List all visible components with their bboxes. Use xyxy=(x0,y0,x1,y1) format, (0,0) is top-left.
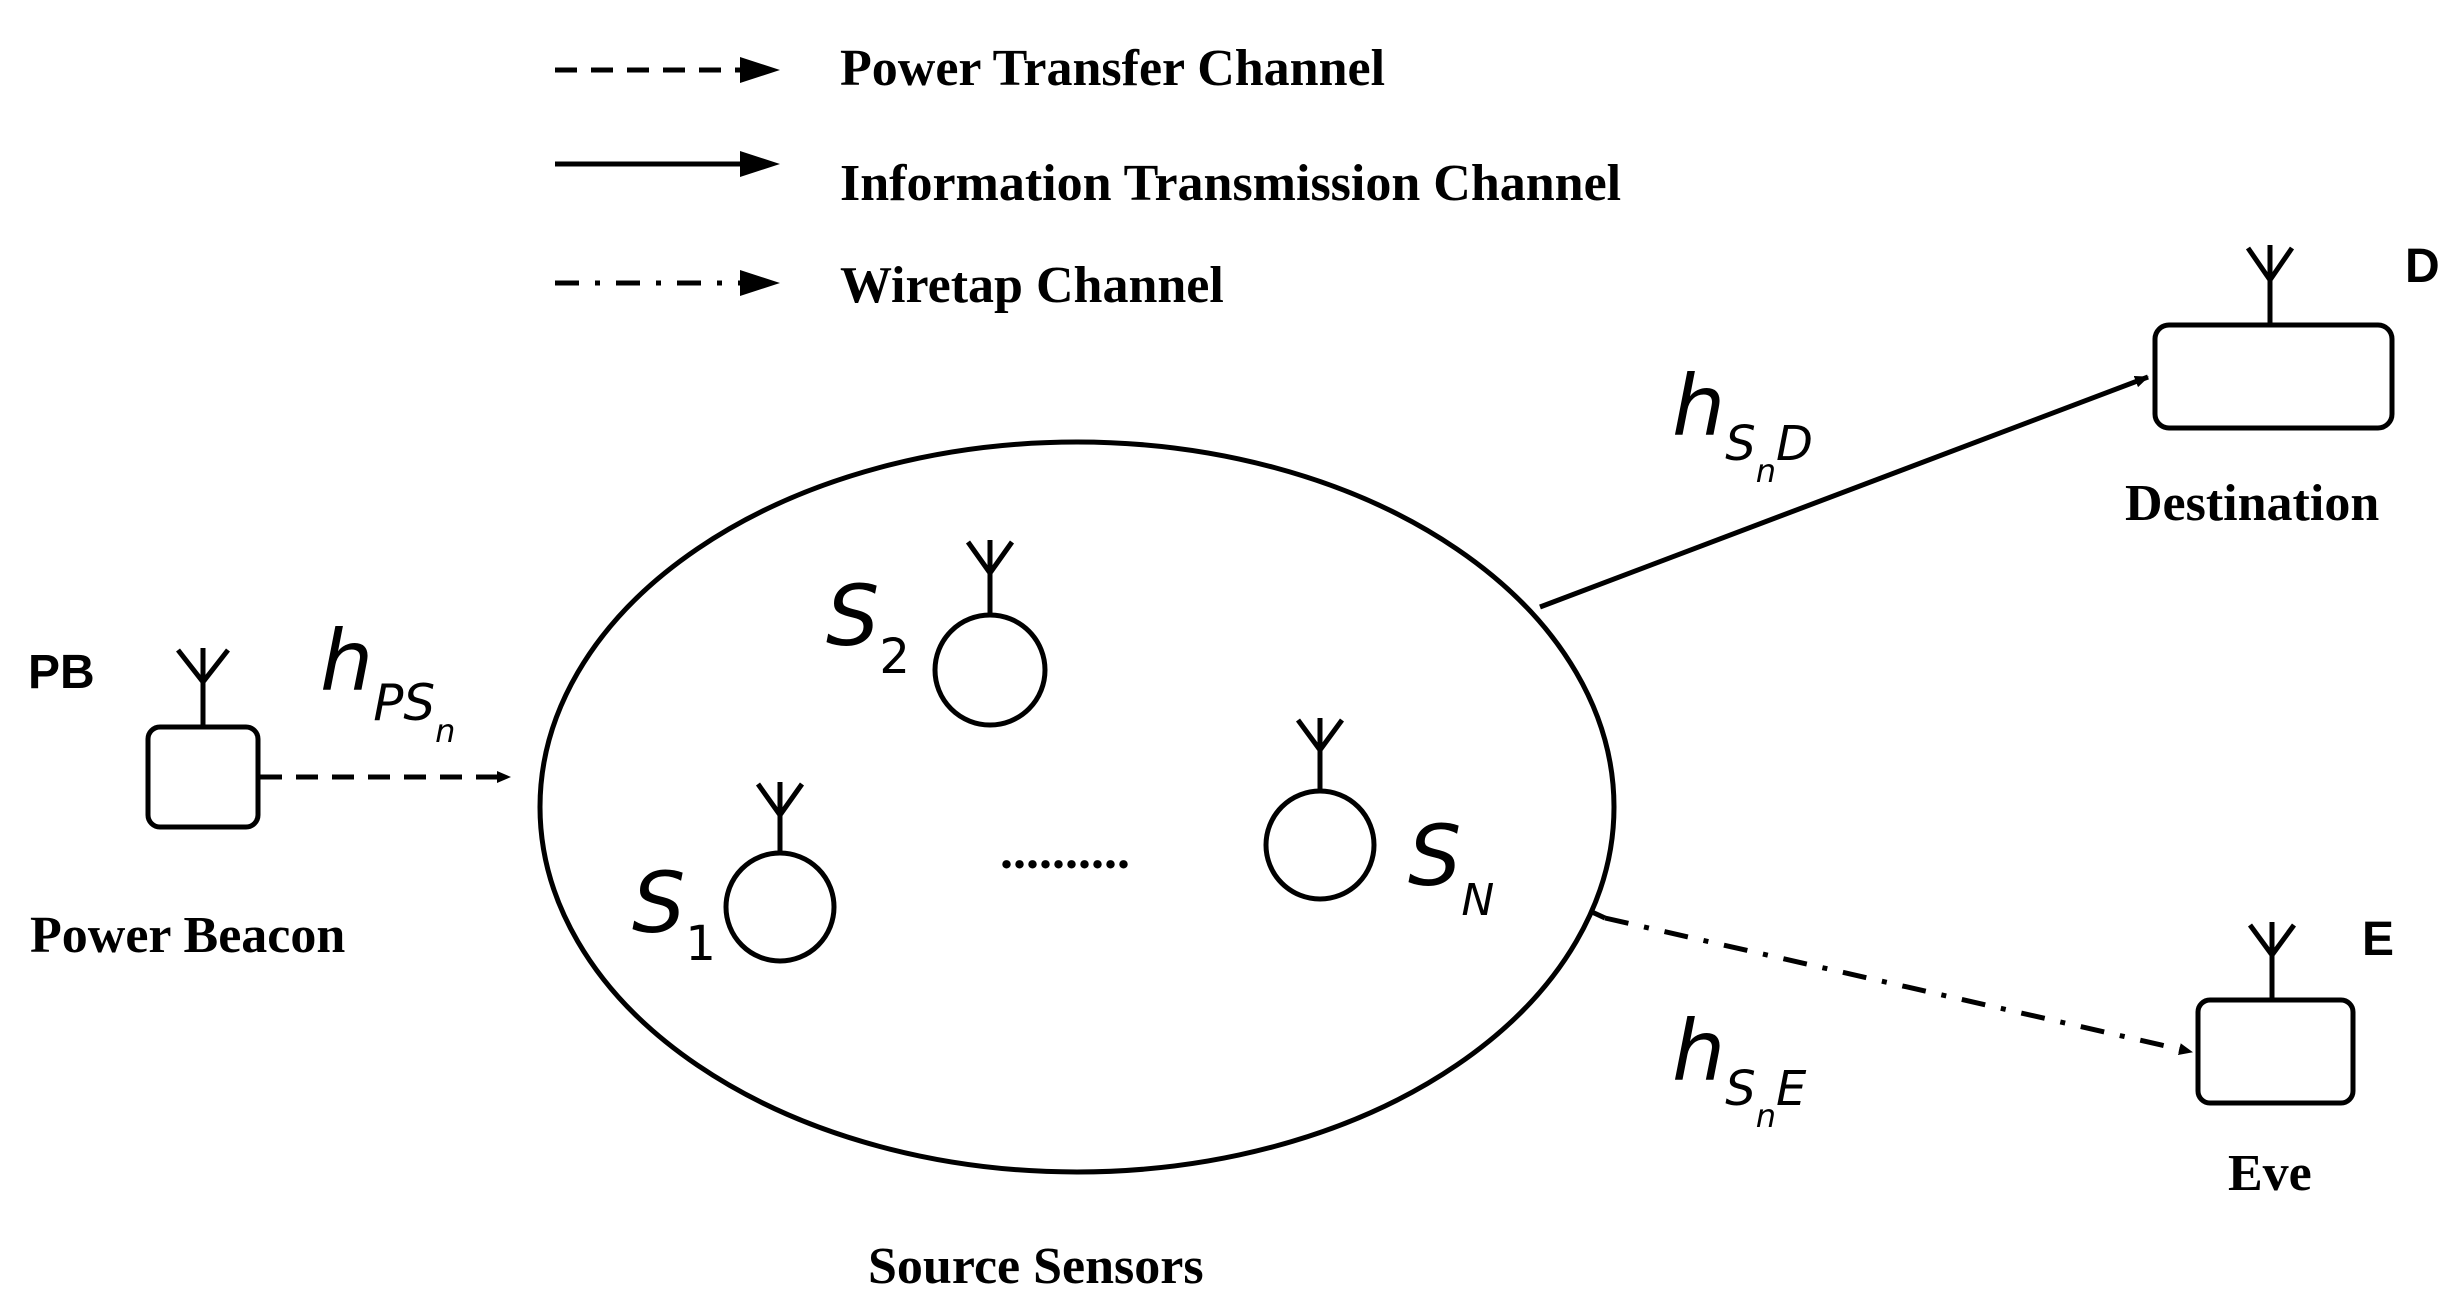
sensor-sn-circle xyxy=(1263,788,1377,902)
antenna-icon xyxy=(2245,245,2295,323)
legend-label-information-transmission: Information Transmission Channel xyxy=(840,155,1621,212)
cluster-caption: Source Sensors xyxy=(868,1238,1204,1295)
h-se-label: hSnE xyxy=(1672,1002,1807,1135)
wiretap-start-tick xyxy=(1590,909,1607,921)
sn-label: SN xyxy=(1408,807,1494,926)
legend: Power Transfer Channel Information Trans… xyxy=(555,40,1621,314)
sensor-s2: S2 xyxy=(826,540,1048,728)
arrowhead-icon xyxy=(740,270,780,296)
pb-tag: PB xyxy=(28,646,95,699)
legend-power-transfer: Power Transfer Channel xyxy=(555,40,1385,97)
s2-label: S2 xyxy=(826,567,910,685)
sensor-s1: S1 xyxy=(632,782,837,972)
sensor-s2-circle xyxy=(932,612,1048,728)
source-sensors-cluster xyxy=(537,439,1617,1175)
d-tag: D xyxy=(2405,240,2440,293)
legend-label-power-transfer: Power Transfer Channel xyxy=(840,40,1385,97)
destination-node: D Destination xyxy=(2125,240,2440,532)
eve-box xyxy=(2195,997,2356,1106)
antenna-icon xyxy=(965,540,1015,615)
arrowhead-icon xyxy=(740,57,780,83)
antenna-icon xyxy=(755,782,805,855)
arrowhead-icon xyxy=(740,151,780,177)
wiretap-channel-arrow xyxy=(1604,915,2193,1055)
legend-information-transmission: Information Transmission Channel xyxy=(555,151,1621,212)
information-transmission-channel-arrow xyxy=(1539,374,2149,610)
sensor-s1-circle xyxy=(723,850,837,964)
legend-wiretap: Wiretap Channel xyxy=(555,257,1224,314)
power-beacon-box xyxy=(145,724,261,830)
antenna-icon xyxy=(1295,718,1345,790)
legend-label-wiretap: Wiretap Channel xyxy=(840,257,1224,314)
eve-node: E Eve xyxy=(2195,913,2394,1202)
antenna-icon xyxy=(176,648,230,725)
sensor-ellipsis: .......... xyxy=(1000,823,1130,880)
antenna-icon xyxy=(2247,922,2297,998)
s1-label: S1 xyxy=(632,854,716,972)
sensor-sn: SN xyxy=(1263,718,1494,926)
h-ps-label: hPSn xyxy=(320,612,455,750)
h-sd-label: hSnD xyxy=(1672,357,1813,490)
destination-box xyxy=(2152,322,2395,431)
e-tag: E xyxy=(2362,913,2394,966)
power-beacon-node: PB Power Beacon xyxy=(28,646,345,964)
e-caption: Eve xyxy=(2228,1145,2312,1202)
pb-caption: Power Beacon xyxy=(30,907,345,964)
d-caption: Destination xyxy=(2125,475,2379,532)
